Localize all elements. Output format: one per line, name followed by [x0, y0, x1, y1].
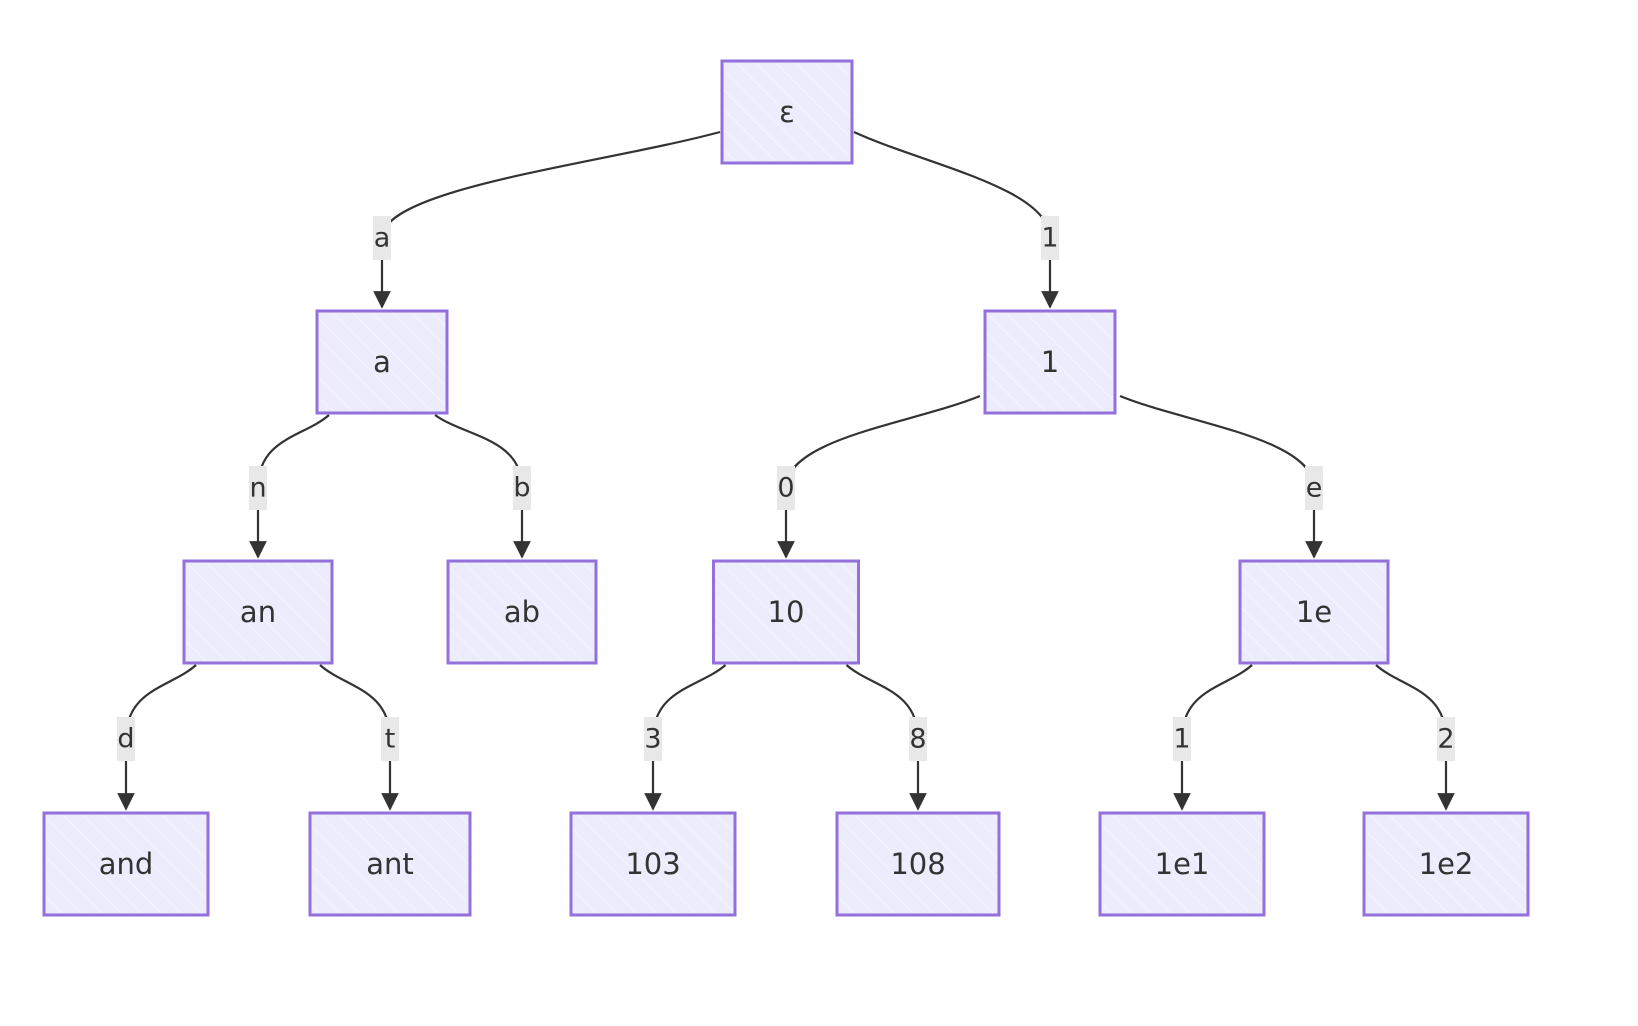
trie-node-ab: ab: [446, 559, 598, 665]
node-hatch-fill: [186, 563, 330, 661]
edge-label-text: 1: [1173, 724, 1190, 755]
trie-node-root: ε: [720, 59, 854, 165]
node-hatch-fill: [839, 815, 997, 913]
node-label: 1e1: [1155, 847, 1210, 881]
node-hatch-fill: [724, 63, 850, 161]
edge-label-10-to-103: 3: [644, 717, 662, 761]
node-hatch-fill: [46, 815, 206, 913]
node-hatch-fill: [715, 563, 857, 661]
edge-label-background: [117, 717, 135, 761]
edge-label-text: 1: [1041, 223, 1058, 254]
edge-label-text: e: [1306, 473, 1323, 504]
edge-label-an-to-ant: t: [381, 717, 399, 761]
edge-label-background: [644, 717, 662, 761]
node-label: and: [99, 847, 154, 881]
edge-1e-to-1e2: [1375, 664, 1455, 811]
edge-label-background: [1041, 216, 1059, 260]
edge-label-background: [1437, 717, 1455, 761]
edge-1-to-10: [777, 394, 981, 559]
edge-label-background: [777, 466, 795, 510]
trie-node-1e: 1e: [1238, 559, 1390, 665]
edge-label-1-to-1e: e: [1305, 466, 1323, 510]
trie-node-103: 103: [569, 811, 737, 917]
edge-label-background: [513, 466, 531, 510]
node-label: 10: [768, 595, 805, 629]
edge-label-text: d: [117, 724, 134, 755]
node-label: 103: [625, 847, 680, 881]
node-hatch-fill: [319, 313, 445, 411]
trie-node-and: and: [42, 811, 210, 917]
node-label: ant: [366, 847, 414, 881]
edge-label-background: [373, 216, 391, 260]
edge-10-to-108: [845, 664, 927, 811]
edge-label-text: 2: [1437, 724, 1454, 755]
node-label: 1: [1041, 345, 1059, 379]
edge-10-to-103: [644, 664, 727, 811]
trie-node-10: 10: [712, 559, 860, 665]
edge-label-text: b: [513, 473, 530, 504]
trie-node-108: 108: [835, 811, 1001, 917]
edge-label-background: [1173, 717, 1191, 761]
node-hatch-fill: [312, 815, 468, 913]
edge-label-1-to-10: 0: [777, 466, 795, 510]
node-label: 108: [890, 847, 945, 881]
edge-an-to-and: [117, 664, 197, 811]
node-label: 1e2: [1419, 847, 1474, 881]
edge-label-text: a: [374, 223, 391, 254]
node-hatch-fill: [1242, 563, 1386, 661]
edge-label-1e-to-1e1: 1: [1173, 717, 1191, 761]
node-hatch-fill: [987, 313, 1113, 411]
edge-label-text: 3: [644, 724, 661, 755]
edge-a-to-ab: [434, 414, 531, 559]
edge-label-1e-to-1e2: 2: [1437, 717, 1455, 761]
edge-label-a-to-ab: b: [513, 466, 531, 510]
node-hatch-fill: [1366, 815, 1526, 913]
trie-node-a: a: [315, 309, 449, 415]
node-label: 1e: [1296, 595, 1332, 629]
trie-node-1: 1: [983, 309, 1117, 415]
edge-label-text: t: [385, 724, 396, 755]
edge-label-text: n: [249, 473, 266, 504]
node-hatch-fill: [1102, 815, 1262, 913]
edge-1-to-1e: [1119, 394, 1323, 559]
edge-label-root-to-1: 1: [1041, 216, 1059, 260]
edge-root-to-a: [373, 130, 721, 309]
edge-label-text: 0: [777, 473, 794, 504]
edge-label-text: 8: [909, 724, 926, 755]
edge-labels-layer: a 1 n b 0 e d t 3 8 1 2: [117, 216, 1455, 761]
edge-label-background: [381, 717, 399, 761]
trie-node-1e1: 1e1: [1098, 811, 1266, 917]
node-label: ε: [779, 95, 795, 129]
node-hatch-fill: [450, 563, 594, 661]
edge-label-background: [249, 466, 267, 510]
trie-node-1e2: 1e2: [1362, 811, 1530, 917]
edge-label-10-to-108: 8: [909, 717, 927, 761]
edge-label-root-to-a: a: [373, 216, 391, 260]
node-label: an: [240, 595, 276, 629]
edge-1e-to-1e1: [1173, 664, 1253, 811]
edge-label-a-to-an: n: [249, 466, 267, 510]
node-label: ab: [504, 595, 540, 629]
trie-node-ant: ant: [308, 811, 472, 917]
edge-label-an-to-and: d: [117, 717, 135, 761]
edge-a-to-an: [249, 414, 330, 559]
edge-root-to-1: [853, 131, 1059, 309]
trie-node-an: an: [182, 559, 334, 665]
node-hatch-fill: [573, 815, 733, 913]
node-label: a: [373, 345, 391, 379]
edge-label-background: [1305, 466, 1323, 510]
edge-an-to-ant: [319, 664, 399, 811]
edge-label-background: [909, 717, 927, 761]
